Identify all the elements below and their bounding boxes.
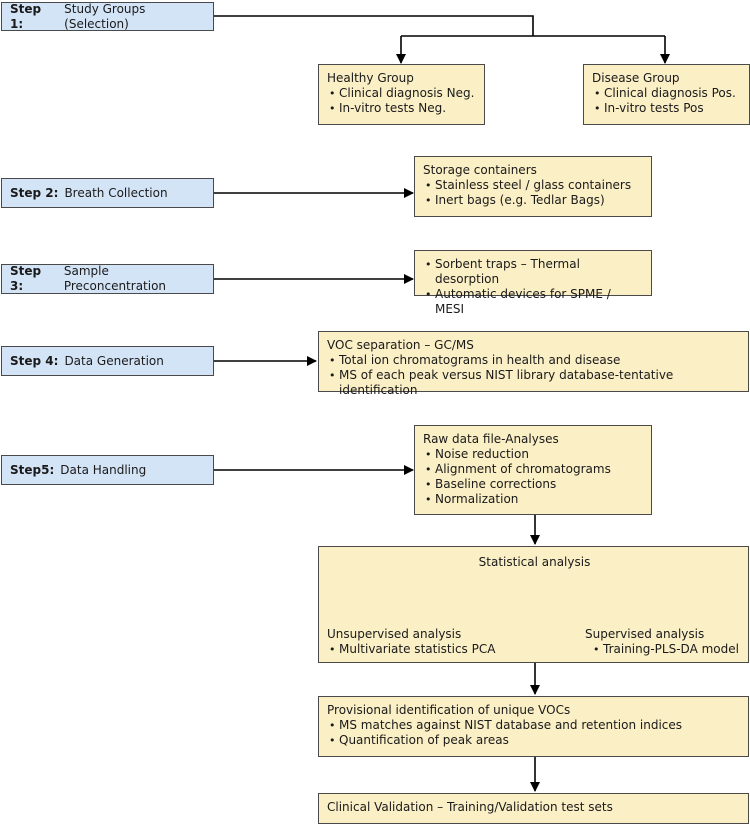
step-2-label: Breath Collection (64, 185, 168, 200)
clinical-validation-box: Clinical Validation – Training/Validatio… (318, 793, 749, 824)
healthy-group-title: Healthy Group (327, 71, 414, 85)
stats-title: Statistical analysis (478, 555, 591, 569)
step-4-box: Step 4: Data Generation (1, 346, 214, 376)
precon-item: Sorbent traps – Thermal desorption (423, 257, 643, 287)
validation-title: Clinical Validation – Training/Validatio… (327, 800, 613, 814)
storage-item: Inert bags (e.g. Tedlar Bags) (423, 193, 643, 208)
storage-title: Storage containers (423, 163, 537, 177)
disease-group-box: Disease Group Clinical diagnosis Pos. In… (583, 64, 750, 125)
supervised-item: Training-PLS-DA model (591, 642, 739, 657)
provisional-item: Quantification of peak areas (327, 733, 740, 748)
step-2-box: Step 2: Breath Collection (1, 178, 214, 208)
raw-item: Normalization (423, 492, 643, 507)
storage-containers-box: Storage containers Stainless steel / gla… (414, 156, 652, 217)
healthy-item: In-vitro tests Neg. (327, 101, 476, 116)
provisional-identification-box: Provisional identification of unique VOC… (318, 696, 749, 757)
arrow-to-healthy (401, 35, 665, 63)
unsupervised-block: Unsupervised analysis Multivariate stati… (327, 627, 495, 657)
disease-item: In-vitro tests Pos (592, 101, 741, 116)
step-3-label: Sample Preconcentration (63, 264, 167, 293)
step-3-box: Step 3: Sample Preconcentration (1, 264, 214, 294)
voc-separation-box: VOC separation – GC/MS Total ion chromat… (318, 331, 749, 397)
voc-item: MS of each peak versus NIST library data… (327, 368, 740, 398)
raw-data-box: Raw data file-Analyses Noise reduction A… (414, 425, 652, 515)
raw-item: Baseline corrections (423, 477, 643, 492)
raw-item: Noise reduction (423, 447, 643, 462)
unsupervised-title: Unsupervised analysis (327, 627, 462, 641)
provisional-title: Provisional identification of unique VOC… (327, 703, 571, 717)
preconcentration-box: Sorbent traps – Thermal desorption Autom… (414, 250, 652, 316)
step-5-number: Step5: (10, 462, 55, 477)
voc-title: VOC separation – GC/MS (327, 338, 474, 352)
precon-item: Automatic devices for SPME / MESI (423, 287, 643, 317)
disease-item: Clinical diagnosis Pos. (592, 86, 741, 101)
step-1-number: Step 1: (10, 1, 42, 31)
step-4-number: Step 4: (10, 353, 59, 368)
step-2-number: Step 2: (10, 185, 59, 200)
step-5-label: Data Handling (60, 462, 147, 477)
unsupervised-item: Multivariate statistics PCA (327, 642, 495, 657)
provisional-item: MS matches against NIST database and ret… (327, 718, 740, 733)
healthy-item: Clinical diagnosis Neg. (327, 86, 476, 101)
arrow-step1-groups (214, 15, 534, 36)
voc-item: Total ion chromatograms in health and di… (327, 353, 740, 368)
step-1-box: Step 1: Study Groups (Selection) (1, 2, 214, 31)
statistical-analysis-box: Statistical analysis Unsupervised analys… (318, 546, 749, 663)
step-1-label: Study Groups (Selection) (64, 1, 146, 31)
supervised-title: Supervised analysis (585, 627, 705, 641)
step-5-box: Step5: Data Handling (1, 455, 214, 485)
supervised-block: Supervised analysis Training-PLS-DA mode… (585, 627, 739, 657)
healthy-group-box: Healthy Group Clinical diagnosis Neg. In… (318, 64, 485, 125)
disease-group-title: Disease Group (592, 71, 680, 85)
raw-item: Alignment of chromatograms (423, 462, 643, 477)
step-4-label: Data Generation (64, 353, 164, 368)
raw-title: Raw data file-Analyses (423, 432, 559, 446)
storage-item: Stainless steel / glass containers (423, 178, 643, 193)
step-3-number: Step 3: (10, 264, 42, 293)
